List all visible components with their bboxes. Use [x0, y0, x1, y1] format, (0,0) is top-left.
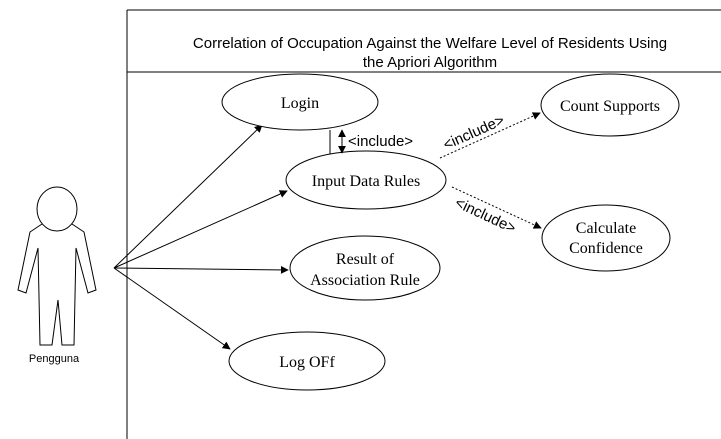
use-case-login[interactable]: Login	[221, 73, 379, 131]
association-result	[113, 265, 289, 274]
use-case-result-label-line1: Result of	[336, 251, 395, 268]
actor-figure	[17, 186, 97, 346]
association-login	[113, 124, 263, 269]
use-case-result-label-line2: Association Rule	[310, 272, 420, 289]
system-title-line1: Correlation of Occupation Against the We…	[193, 35, 667, 52]
include-login-connector	[329, 129, 346, 154]
use-case-calculate-confidence[interactable]: Calculate Confidence	[541, 204, 671, 272]
include-login-label: <include>	[348, 133, 413, 150]
include-confidence-arrow	[451, 186, 542, 229]
system-boundary	[126, 9, 721, 439]
actor-label: Pengguna	[29, 353, 80, 365]
use-case-log-off-label: Log OFf	[279, 354, 335, 371]
use-case-input-data-rules-label: Input Data Rules	[312, 173, 420, 190]
use-case-calc-label-line1: Calculate	[576, 220, 636, 237]
use-case-calc-label-line2: Confidence	[569, 240, 643, 257]
association-input-data-rules	[113, 190, 288, 269]
use-case-login-label: Login	[281, 95, 319, 112]
include-confidence-label: <include>	[452, 194, 518, 237]
use-case-input-data-rules[interactable]: Input Data Rules	[285, 150, 447, 210]
actor-associations	[113, 124, 289, 350]
system-title-line2: the Apriori Algorithm	[363, 54, 497, 71]
include-count-supports-label: <include>	[441, 112, 508, 154]
use-case-log-off[interactable]: Log OFf	[228, 331, 386, 391]
association-log-off	[113, 267, 231, 350]
use-case-count-supports[interactable]: Count Supports	[540, 73, 680, 137]
use-case-result-association-rule[interactable]: Result of Association Rule	[289, 235, 441, 301]
use-case-count-supports-label: Count Supports	[560, 98, 660, 115]
